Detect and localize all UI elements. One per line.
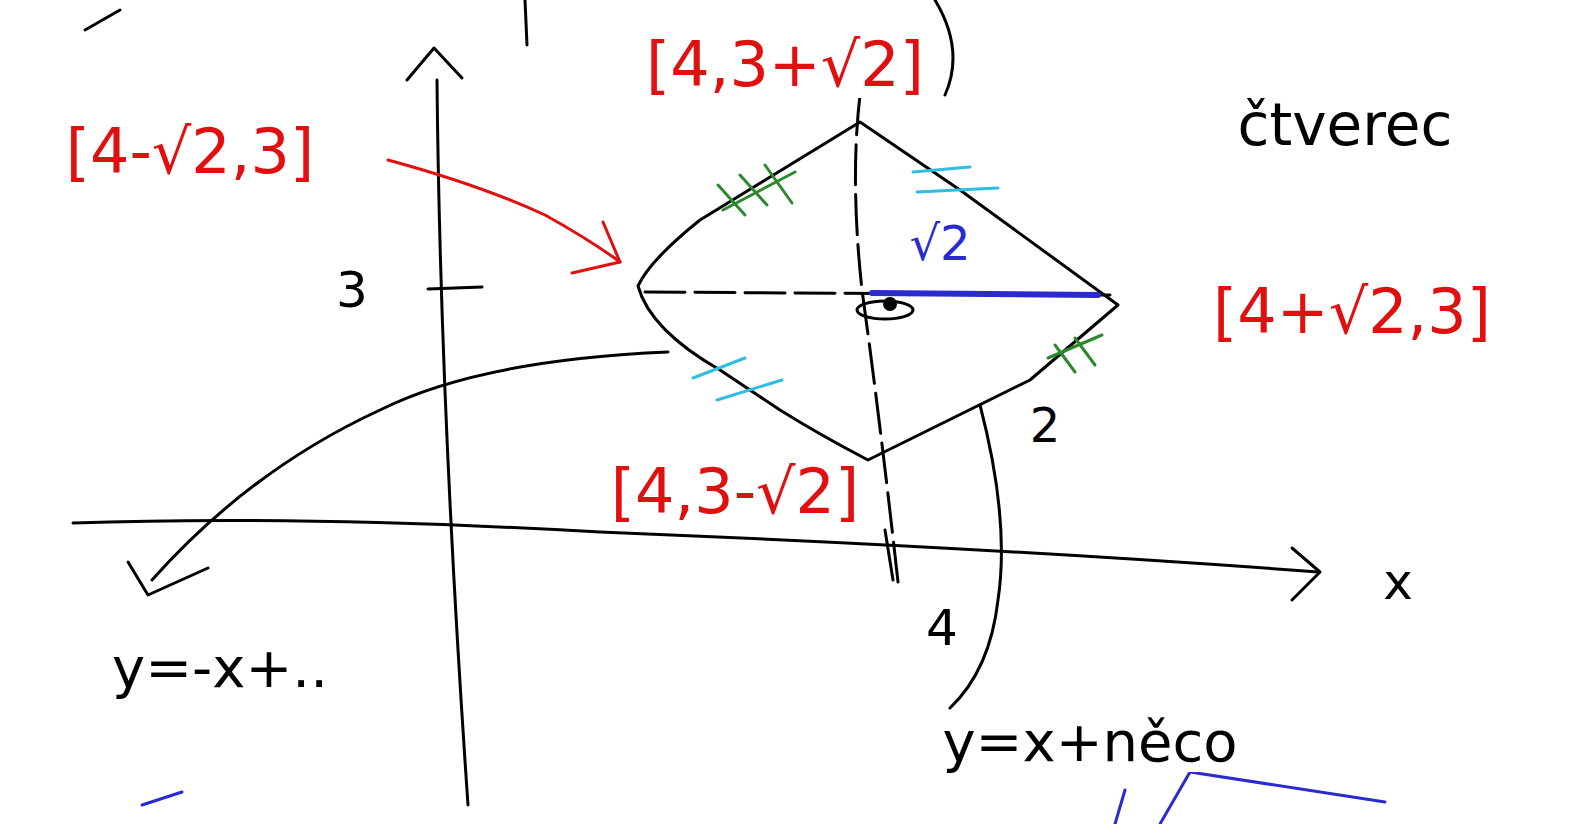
point-label: [4,3+√2] [642,32,928,98]
axis-arrowhead [1292,548,1320,600]
partial-stroke [525,0,527,45]
axis-arrowhead [407,48,462,80]
bracket-curve [950,405,1001,708]
pointer-arrow [388,160,620,262]
y-axis [437,80,468,805]
point-label: [4+√2,3] [1209,279,1495,345]
equation: y=x+něco [938,712,1241,772]
partial-stroke [85,10,120,30]
axis-name: x [1379,555,1417,609]
equal-side-tick [718,165,795,215]
length-label: √2 [905,217,974,269]
function-curve [152,352,668,580]
equation: y=-x+.. [108,638,332,698]
horizontal-diagonal [645,292,1110,295]
shape-name: čtverec [1234,94,1457,156]
axis-value: 3 [332,263,372,317]
partial-stroke [1115,772,1385,824]
point-label: [4-√2,3] [62,119,318,185]
equal-side-tick [913,167,998,192]
pointer-arrowhead [572,222,620,273]
axis-value: 4 [922,601,962,655]
equal-side-tick [693,358,782,400]
axis-tick [428,287,482,289]
partial-stroke [142,792,182,805]
axis-tick [885,530,893,580]
length-label: 2 [1026,399,1065,451]
equal-side-tick [1048,335,1102,372]
center-dot [883,297,897,311]
bracket-curve [935,0,953,95]
curve-arrowhead [128,562,208,595]
x-axis [73,520,1318,572]
half-diagonal [872,293,1098,295]
point-label: [4,3-√2] [607,459,863,525]
